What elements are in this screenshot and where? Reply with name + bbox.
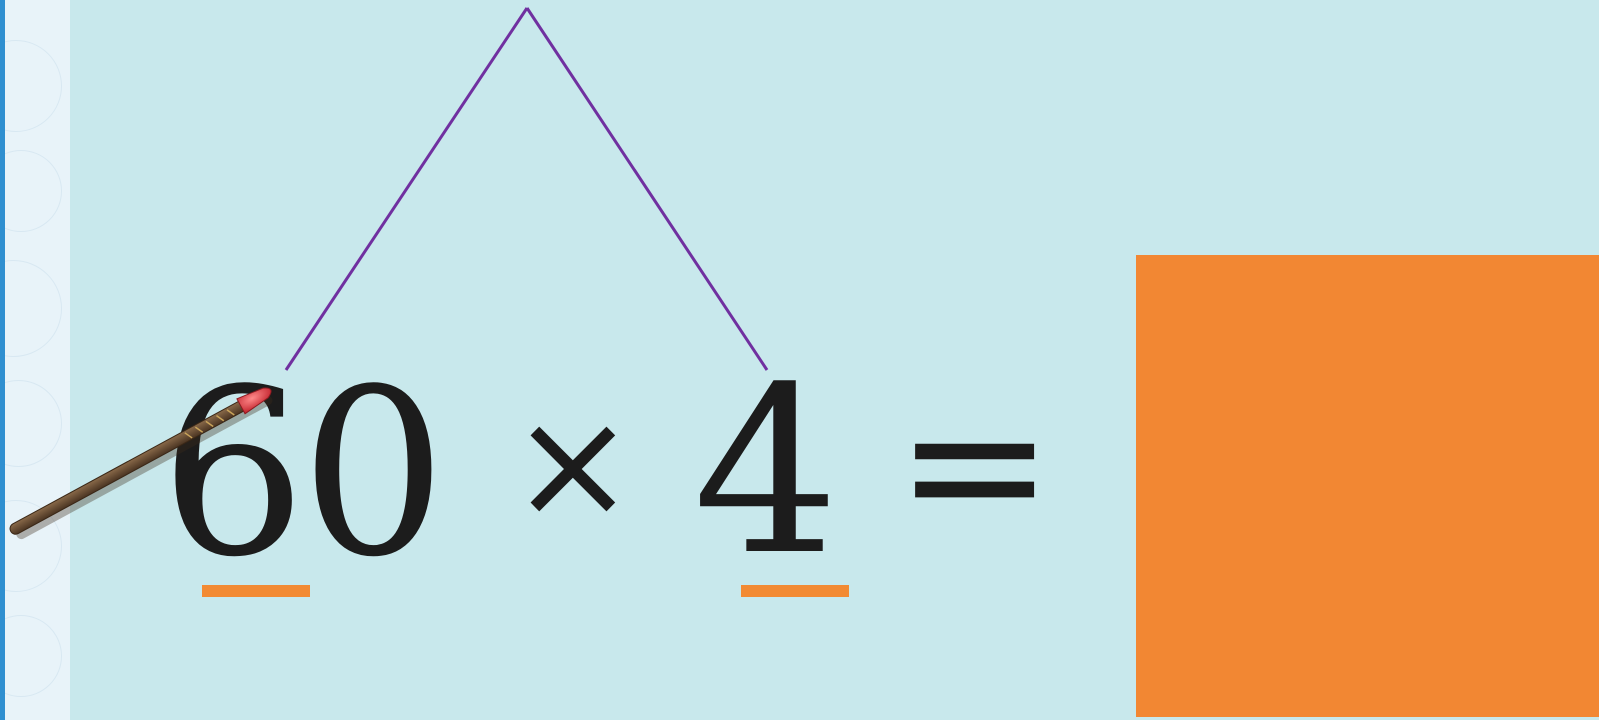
left-rail-edge [0,0,5,720]
left-sidebar-strip [0,0,70,720]
left-branch-line [284,7,529,371]
underline-multiplier [741,585,849,597]
equals-sign: = [895,354,1055,575]
multiplicand: 60 [160,341,447,608]
multiplier: 4 [693,339,840,606]
right-branch-line [525,7,769,371]
answer-cover-box[interactable] [1136,255,1599,717]
underline-tens-digit [202,585,310,597]
times-sign: × [510,378,636,552]
